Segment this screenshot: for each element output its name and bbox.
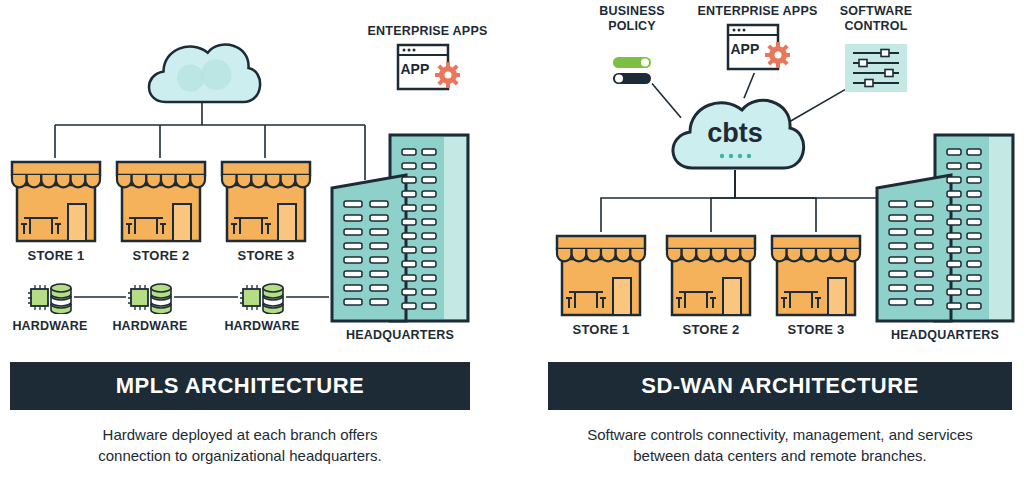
cloud-shape: cbts — [660, 88, 810, 173]
store-node: STORE 3 — [220, 158, 312, 263]
hardware-label: HARDWARE — [105, 319, 195, 334]
connector-line — [735, 170, 876, 198]
hardware-node: HARDWARE — [105, 280, 195, 334]
apps-label: ENTERPRISE APPS — [696, 4, 820, 19]
connector-line — [735, 170, 816, 232]
cloud-brand: cbts — [660, 118, 810, 148]
enterprise-apps-node: ENTERPRISE APPS APP — [366, 24, 490, 93]
store-node: STORE 2 — [115, 158, 207, 263]
enterprise-apps-node: ENTERPRISE APPS APP — [696, 4, 820, 73]
business-policy-node: BUSINESS POLICY — [590, 4, 674, 85]
connector-line — [601, 170, 735, 232]
toggle-icon — [612, 56, 652, 85]
caption-text: Software controls connectivity, manageme… — [565, 424, 995, 466]
headquarters-building-art — [330, 133, 470, 323]
hardware-icon-art — [239, 280, 285, 314]
connector-line — [286, 296, 329, 298]
store-node: STORE 2 — [665, 232, 757, 337]
hardware-label: HARDWARE — [217, 319, 307, 334]
store-icon — [770, 232, 862, 317]
store-label: STORE 2 — [665, 322, 757, 337]
hardware-icon-art — [27, 280, 73, 314]
store-node: STORE 3 — [770, 232, 862, 337]
connector-line — [789, 90, 845, 122]
title-band: MPLS ARCHITECTURE — [10, 362, 470, 410]
store-icon — [115, 158, 207, 243]
hardware-label: HARDWARE — [5, 319, 95, 334]
connector-line — [74, 296, 126, 298]
connector-line — [174, 296, 238, 298]
apps-label: ENTERPRISE APPS — [366, 24, 490, 39]
caption-text: Hardware deployed at each branch offers … — [75, 424, 405, 466]
store-label: STORE 1 — [10, 248, 102, 263]
hardware-icon-art — [127, 280, 173, 314]
store-icon — [10, 158, 102, 243]
store-label: STORE 3 — [770, 322, 862, 337]
toggle-icon-art — [612, 56, 652, 85]
software-label: SOFTWARE CONTROL — [828, 4, 924, 34]
store-icon — [220, 158, 312, 243]
headquarters-label: HEADQUARTERS — [865, 328, 1024, 343]
headquarters-building — [330, 133, 470, 323]
store-node: STORE 1 — [555, 232, 647, 337]
policy-label: BUSINESS POLICY — [590, 4, 674, 34]
cloud-bus-lines — [55, 103, 365, 180]
headquarters-label: HEADQUARTERS — [320, 328, 480, 343]
store-icon-art — [115, 158, 207, 243]
band-title: SD-WAN ARCHITECTURE — [641, 373, 919, 399]
headquarters-node: HEADQUARTERS — [865, 133, 1024, 343]
store-label: STORE 3 — [220, 248, 312, 263]
cloud-node: cbts — [660, 88, 810, 173]
store-node: STORE 1 — [10, 158, 102, 263]
slider-icon — [845, 44, 907, 92]
app-text: APP — [401, 61, 430, 77]
hardware-node: HARDWARE — [217, 280, 307, 334]
connector-line — [652, 84, 681, 118]
slider-icon-art — [845, 44, 907, 92]
store-label: STORE 1 — [555, 322, 647, 337]
store-icon-art — [770, 232, 862, 317]
connector-line — [711, 170, 735, 232]
store-icon — [555, 232, 647, 317]
software-control-node: SOFTWARE CONTROL — [828, 4, 924, 92]
title-band: SD-WAN ARCHITECTURE — [548, 362, 1012, 410]
app-window-icon: APP — [726, 23, 790, 73]
connector-line — [744, 73, 754, 98]
store-icon-art — [10, 158, 102, 243]
hardware-node: HARDWARE — [5, 280, 95, 334]
headquarters-node: HEADQUARTERS — [320, 133, 480, 343]
store-icon-art — [555, 232, 647, 317]
store-icon-art — [220, 158, 312, 243]
app-text: APP — [731, 41, 760, 57]
hardware-icon — [27, 280, 73, 314]
headquarters-building — [875, 133, 1015, 323]
app-window-icon: APP — [396, 43, 460, 93]
hardware-icon — [239, 280, 285, 314]
store-icon — [665, 232, 757, 317]
band-title: MPLS ARCHITECTURE — [116, 373, 364, 399]
mpls-cloud — [149, 45, 260, 102]
store-icon-art — [665, 232, 757, 317]
headquarters-building-art — [875, 133, 1015, 323]
store-label: STORE 2 — [115, 248, 207, 263]
hardware-icon — [127, 280, 173, 314]
